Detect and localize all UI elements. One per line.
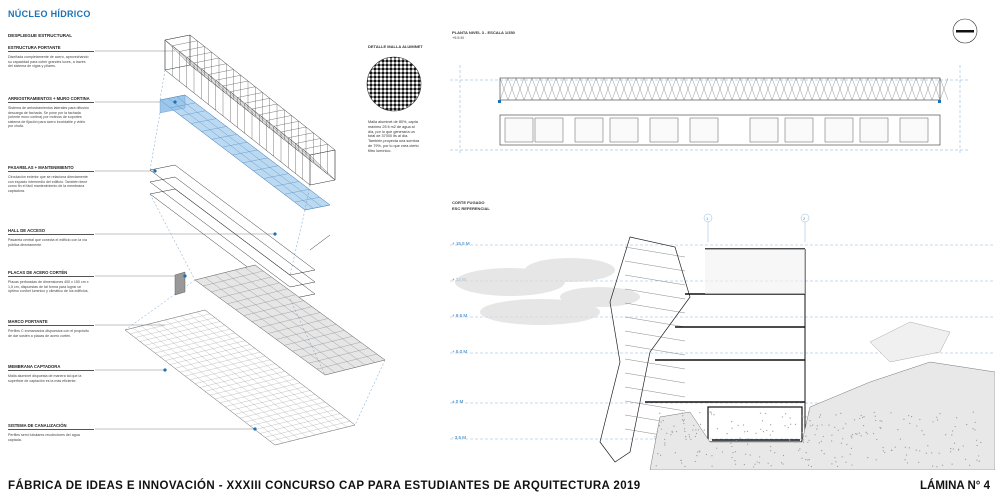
label-placas: PLACAS DE ACERO CORTÉN: [8, 270, 68, 275]
desc-canalizacion: Perfiles semi tubulares recolectores del…: [8, 433, 80, 442]
desc-marco: Perfiles C enmarcados dispuestos con el …: [8, 329, 89, 338]
north-arrow-icon: [952, 18, 978, 44]
grid-number-1: 1: [706, 216, 709, 221]
floor-plan: [450, 65, 970, 155]
sheet-number: LÁMINA N° 4: [920, 480, 990, 492]
desc-placas: Placas perforadas de dimensiones 400 x 1…: [8, 280, 89, 294]
level-50: + 5,0 M: [452, 349, 468, 354]
level-95: + 9,5 M: [452, 313, 468, 318]
mesh-detail-circle: [366, 56, 422, 112]
label-hall: HALL DE ACCESO: [8, 228, 45, 233]
level-0: ± 0 M: [452, 399, 464, 404]
walkways: [149, 164, 331, 300]
detail-title: DETALLE MALLA ALUMINET: [368, 44, 423, 49]
section-title: CORTE FUGADO: [452, 200, 485, 205]
desc-hall: Pasarela central que conecta el edificio…: [8, 238, 87, 247]
divider: [8, 234, 94, 235]
divider: [8, 325, 94, 326]
label-arriostramientos: ARRIOSTRAMIENTOS + MURO CORTINA: [8, 96, 90, 101]
desc-membrana: Malla aluminet dispuesta de manera tal q…: [8, 374, 82, 383]
label-pasarelas: PASARELAS + MANTENIMIENTO: [8, 165, 74, 170]
label-marco: MARCO PORTANTE: [8, 319, 48, 324]
exploded-axonometric: [95, 34, 386, 446]
desc-arriostramientos: Sistema de arriostramientos laterales pa…: [8, 106, 89, 129]
level-minus35: - 3,5 M: [452, 435, 467, 440]
footer-title: FÁBRICA DE IDEAS E INNOVACIÓN - XXXIII C…: [8, 480, 641, 492]
divider: [8, 370, 94, 371]
level-155: + 15,5 M: [452, 241, 470, 246]
detail-description: Malla aluminet de 80%, capta máximo 25 l…: [368, 120, 420, 153]
desc-estructura: Diseñada completamente de acero, aprovec…: [8, 55, 89, 69]
divider: [8, 102, 94, 103]
perspective-section: 1 2: [450, 213, 995, 470]
grid-number-2: 2: [803, 216, 806, 221]
plan-level: +9.5 M: [452, 36, 464, 40]
corten-plates: [174, 264, 386, 376]
label-membrana: MEMBRANA CAPTADORA: [8, 364, 61, 369]
divider: [8, 171, 94, 172]
divider: [8, 51, 94, 52]
divider: [8, 429, 94, 430]
section-scale: ESC REFERENCIAL: [452, 206, 490, 211]
desc-pasarelas: Circulación exterior que se relaciona di…: [8, 175, 88, 193]
section-subtitle: DESPLIEGUE ESTRUCTURAL: [8, 33, 73, 38]
plan-title: PLANTA NIVEL 3 - ESCALA 1/350: [452, 30, 515, 35]
label-estructura: ESTRUCTURA PORTANTE: [8, 45, 61, 50]
sheet-title: NÚCLEO HÍDRICO: [8, 9, 91, 19]
label-canalizacion: SISTEMA DE CANALIZACIÓN: [8, 423, 67, 428]
divider: [8, 276, 94, 277]
